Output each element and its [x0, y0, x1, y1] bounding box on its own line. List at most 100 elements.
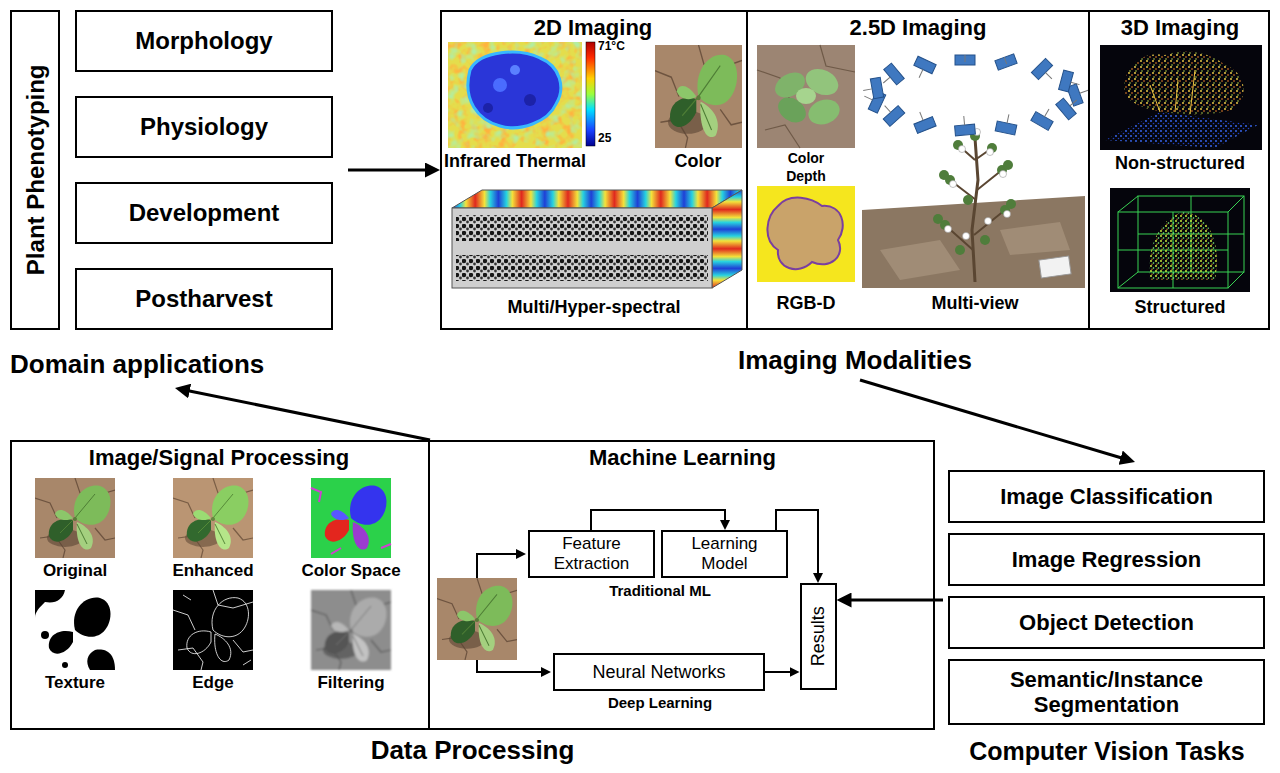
multi-view-scene — [985, 218, 992, 225]
panel-title: 3D Imaging — [1121, 15, 1240, 40]
section-box: Data ProcessingImage/Signal ProcessingMa… — [10, 440, 935, 770]
processing-thumbnails — [311, 590, 391, 670]
box-label: Results — [808, 606, 829, 666]
camera-views — [1045, 109, 1050, 117]
depth-image — [757, 186, 855, 282]
process-box: Physiology — [75, 96, 333, 158]
camera-views — [883, 106, 905, 127]
multi-view-scene — [945, 129, 1011, 240]
thermal-image — [493, 78, 507, 92]
camera-views — [870, 77, 883, 98]
processing-thumbnails — [173, 590, 253, 670]
multi-view-scene — [1003, 160, 1013, 170]
camera-views — [861, 77, 883, 100]
camera-views — [914, 117, 936, 134]
color-bar — [586, 42, 595, 146]
box-label: Development — [129, 199, 280, 227]
panel-title: Image/Signal Processing — [89, 445, 349, 470]
thermal-image — [468, 52, 561, 128]
hyperspectral-cube — [452, 190, 742, 288]
point-cloud-structured — [1118, 196, 1244, 288]
multi-view-scene — [933, 131, 1016, 255]
image-caption: Structured — [1134, 297, 1225, 318]
camera-views — [995, 54, 1017, 70]
point-cloud-non-structured — [1105, 112, 1258, 148]
panel-title: 2.5D Imaging — [850, 15, 987, 40]
image-caption: Enhanced — [172, 561, 253, 581]
processing-thumbnails — [87, 650, 115, 670]
image-caption: Multi/Hyper-spectral — [507, 297, 680, 318]
image-caption: Depth — [786, 168, 826, 184]
panel-title: 2D Imaging — [534, 15, 653, 40]
process-box: Learning Model — [661, 530, 788, 578]
process-box: Feature Extraction — [528, 530, 655, 578]
multi-view-scene — [945, 145, 1005, 250]
multi-view-scene — [963, 195, 973, 205]
arrow-connector — [181, 389, 430, 440]
input-image — [477, 660, 547, 672]
camera-views — [884, 63, 905, 85]
processing-thumbnails — [331, 510, 349, 520]
processing-thumbnails — [35, 478, 115, 558]
process-box: Postharvest — [75, 268, 333, 330]
camera-views — [864, 96, 872, 100]
box-label: Learning Model — [675, 534, 775, 573]
camera-views — [1059, 70, 1074, 92]
image-caption: Texture — [45, 673, 105, 693]
box-label: Image Classification — [1000, 484, 1213, 509]
color-photo — [655, 45, 742, 148]
camera-views — [1004, 57, 1006, 64]
box-label: Morphology — [135, 27, 272, 55]
multi-view-scene — [1006, 199, 1016, 209]
thermal-image — [448, 42, 582, 148]
point-cloud-non-structured — [1100, 45, 1262, 150]
point-cloud-structured — [1149, 212, 1217, 280]
camera-views — [955, 55, 975, 65]
image-caption: Color — [675, 151, 722, 172]
point-cloud-non-structured — [1150, 70, 1195, 114]
camera-views — [920, 112, 923, 120]
processing-thumbnails — [35, 590, 115, 670]
thermal-image — [448, 42, 582, 148]
point-cloud-structured — [1110, 188, 1250, 292]
camera-views — [965, 55, 966, 62]
vertical-title-box: Results — [800, 583, 837, 690]
image-caption: Filtering — [317, 673, 384, 693]
multi-view-scene — [945, 226, 952, 233]
point-cloud-non-structured — [1100, 45, 1262, 150]
camera-views — [954, 115, 976, 136]
multi-view-scene — [980, 235, 990, 245]
arrow-connector — [348, 169, 434, 172]
camera-views — [955, 124, 976, 136]
camera-views — [1031, 58, 1052, 79]
multi-view-scene — [939, 170, 949, 180]
camera-views — [1031, 58, 1059, 86]
camera-views — [955, 55, 975, 65]
section-box: Imaging Modalities2D Imaging2.5D Imaging… — [440, 10, 1270, 380]
arrow-connector — [860, 380, 1129, 460]
box-label: Feature Extraction — [542, 534, 642, 573]
box-label: Object Detection — [1019, 610, 1194, 635]
rgbd-color-image — [757, 45, 855, 148]
camera-views — [1056, 98, 1077, 120]
camera-views — [1046, 73, 1052, 79]
process-box: Image Classification — [948, 470, 1265, 523]
camera-views — [1056, 92, 1083, 120]
processing-thumbnails — [35, 590, 65, 618]
thermal-image — [483, 103, 493, 113]
thermal-image — [448, 42, 582, 148]
process-box: Morphology — [75, 10, 333, 72]
box-label: Plant Phenotyping — [21, 65, 49, 276]
camera-views — [885, 106, 891, 113]
image-caption: RGB-D — [777, 293, 836, 314]
camera-views — [919, 70, 923, 78]
multi-view-scene — [987, 149, 994, 156]
section-heading: Data Processing — [371, 736, 575, 766]
camera-views — [963, 116, 965, 125]
processing-thumbnails — [173, 590, 253, 670]
input-image — [437, 578, 517, 660]
hyperspectral-cube — [456, 215, 708, 241]
box-label: Neural Networks — [592, 662, 725, 683]
